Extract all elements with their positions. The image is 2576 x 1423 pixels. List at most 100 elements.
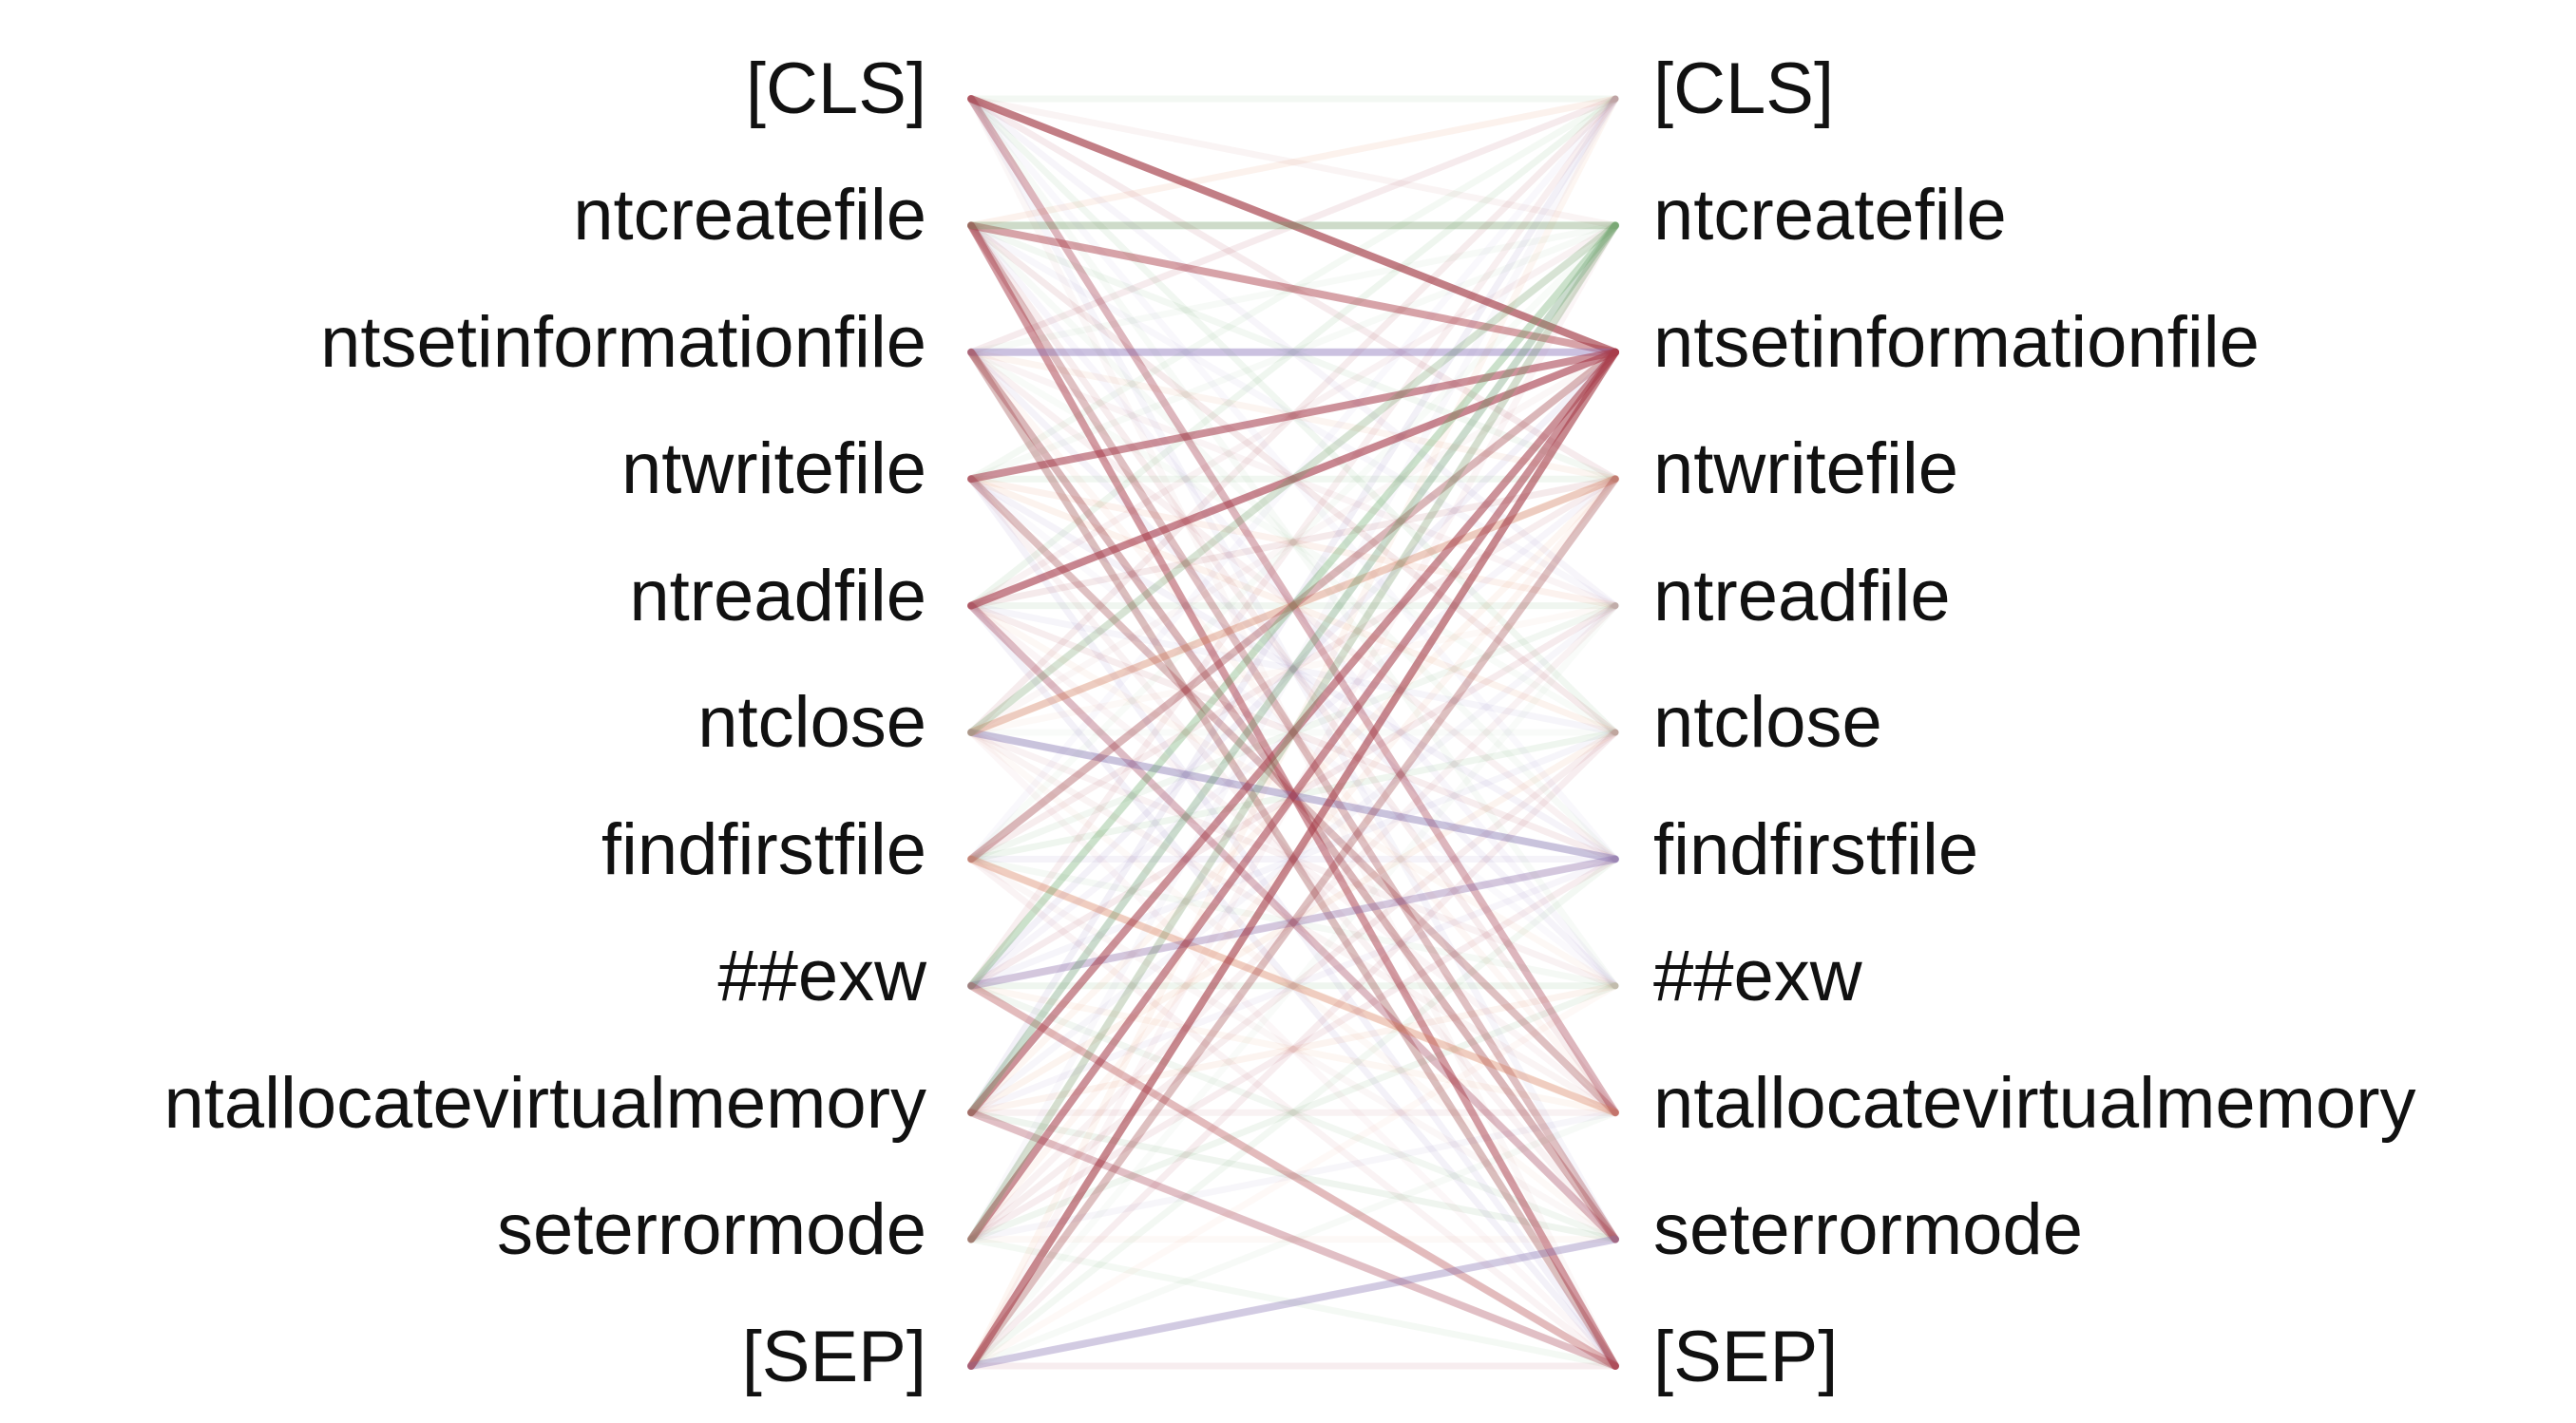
attention-link-faint — [967, 855, 1619, 1243]
attention-link-faint — [967, 475, 1619, 736]
right-token-ntcreatefile[interactable]: ntcreatefile — [1653, 175, 2007, 256]
attention-link — [967, 348, 1619, 1117]
attention-link-faint — [967, 1109, 1619, 1243]
attention-link-faint — [967, 95, 1619, 990]
attention-link-faint — [967, 855, 1619, 990]
attention-link-faint — [967, 1109, 1619, 1370]
attention-link-faint — [967, 729, 1619, 1370]
attention-link — [967, 855, 1619, 990]
attention-link-faint — [967, 729, 1619, 1370]
left-token-findfirstfile[interactable]: findfirstfile — [601, 809, 926, 890]
right-token-sep[interactable]: [SEP] — [1653, 1317, 1838, 1397]
attention-link — [967, 981, 1619, 1370]
attention-link-faint — [967, 349, 1619, 736]
attention-link — [967, 95, 1619, 1117]
attention-link-faint — [967, 221, 1619, 990]
right-token-column: [CLS] ntcreatefile ntsetinformationfile … — [1653, 48, 2416, 1397]
right-token-ntsetinformationfile[interactable]: ntsetinformationfile — [1653, 302, 2260, 383]
right-token-findfirstfile[interactable]: findfirstfile — [1653, 809, 1978, 890]
attention-link — [967, 348, 1619, 1370]
left-token-ntclose[interactable]: ntclose — [697, 682, 926, 763]
attention-link-faint — [967, 95, 1619, 1243]
attention-link-faint — [967, 95, 1619, 483]
attention-link-faint — [967, 602, 1619, 1370]
attention-link-faint — [967, 221, 1619, 356]
attention-link-faint — [967, 1109, 1619, 1370]
attention-link-faint — [967, 349, 1619, 990]
attention-link — [967, 855, 1619, 1117]
attention-link — [967, 221, 1619, 1117]
attention-link — [967, 348, 1619, 610]
attention-link — [967, 221, 1619, 356]
attention-link — [967, 95, 1619, 356]
attention-link-faint — [967, 602, 1619, 736]
attention-link-faint — [967, 475, 1619, 863]
attention-link-faint — [967, 602, 1619, 1370]
right-token-ntwritefile[interactable]: ntwritefile — [1653, 428, 1958, 509]
left-token-sep[interactable]: [SEP] — [742, 1317, 926, 1397]
attention-link-faint — [967, 95, 1619, 990]
left-token-ntsetinformationfile[interactable]: ntsetinformationfile — [320, 302, 926, 383]
attention-link-faint — [967, 221, 1619, 1116]
attention-link-faint — [967, 349, 1619, 863]
attention-link-faint — [967, 475, 1619, 1370]
attention-link-faint — [967, 1236, 1619, 1370]
attention-link — [967, 221, 1619, 1243]
right-token-ntallocatevirtualmemory[interactable]: ntallocatevirtualmemory — [1653, 1063, 2416, 1144]
left-token-seterrormode[interactable]: seterrormode — [497, 1189, 926, 1270]
attention-link-faint — [967, 221, 1619, 483]
attention-link — [967, 601, 1619, 1243]
attention-link-faint — [967, 95, 1619, 483]
right-token-seterrormode[interactable]: seterrormode — [1653, 1189, 2083, 1270]
attention-link-faint — [967, 349, 1619, 863]
attention-link-faint — [967, 982, 1619, 1243]
left-token-column: [CLS] ntcreatefile ntsetinformationfile … — [163, 48, 927, 1397]
attention-link-faint — [967, 95, 1619, 1116]
attention-link-faint — [967, 982, 1619, 1116]
attention-link-faint — [967, 95, 1619, 229]
attention-link-faint — [967, 95, 1619, 229]
attention-link-faint — [967, 855, 1619, 990]
right-token-cls[interactable]: [CLS] — [1653, 48, 1834, 129]
attention-link-faint — [967, 729, 1619, 1243]
attention-links — [967, 95, 1619, 1370]
attention-link-faint — [967, 349, 1619, 736]
attention-link-faint — [967, 855, 1619, 1116]
attention-link-faint — [967, 729, 1619, 1116]
left-token-exw[interactable]: ##exw — [717, 936, 927, 1016]
attention-link-faint — [967, 475, 1619, 863]
attention-link-faint — [967, 855, 1619, 1370]
attention-link — [967, 348, 1619, 484]
attention-link — [967, 1109, 1619, 1370]
left-token-cls[interactable]: [CLS] — [746, 48, 926, 129]
attention-link-faint — [967, 95, 1619, 1116]
attention-link — [967, 348, 1619, 1243]
right-token-exw[interactable]: ##exw — [1653, 936, 1863, 1016]
attention-link-faint — [967, 855, 1619, 1116]
attention-link-faint — [967, 95, 1619, 610]
attention-link-faint — [967, 95, 1619, 1243]
left-token-ntallocatevirtualmemory[interactable]: ntallocatevirtualmemory — [163, 1063, 926, 1144]
attention-link — [967, 1235, 1619, 1370]
attention-link-faint — [967, 221, 1619, 356]
attention-link — [967, 475, 1619, 1370]
left-token-ntcreatefile[interactable]: ntcreatefile — [573, 175, 926, 256]
attention-link-faint — [967, 855, 1619, 1243]
attention-link-faint — [967, 475, 1619, 1370]
right-token-ntreadfile[interactable]: ntreadfile — [1653, 556, 1951, 636]
attention-link-faint — [967, 602, 1619, 736]
left-token-ntwritefile[interactable]: ntwritefile — [621, 428, 926, 509]
attention-link-faint — [967, 982, 1619, 1370]
attention-link-faint — [967, 221, 1619, 863]
attention-link-faint — [967, 221, 1619, 483]
attention-link-faint — [967, 1236, 1619, 1370]
left-token-ntreadfile[interactable]: ntreadfile — [629, 556, 926, 636]
attention-link-faint — [967, 729, 1619, 1116]
attention-link-faint — [967, 475, 1619, 610]
attention-link — [967, 221, 1619, 990]
attention-link — [967, 221, 1619, 736]
right-token-ntclose[interactable]: ntclose — [1653, 682, 1882, 763]
attention-link-faint — [967, 602, 1619, 1243]
attention-link-faint — [967, 982, 1619, 1370]
